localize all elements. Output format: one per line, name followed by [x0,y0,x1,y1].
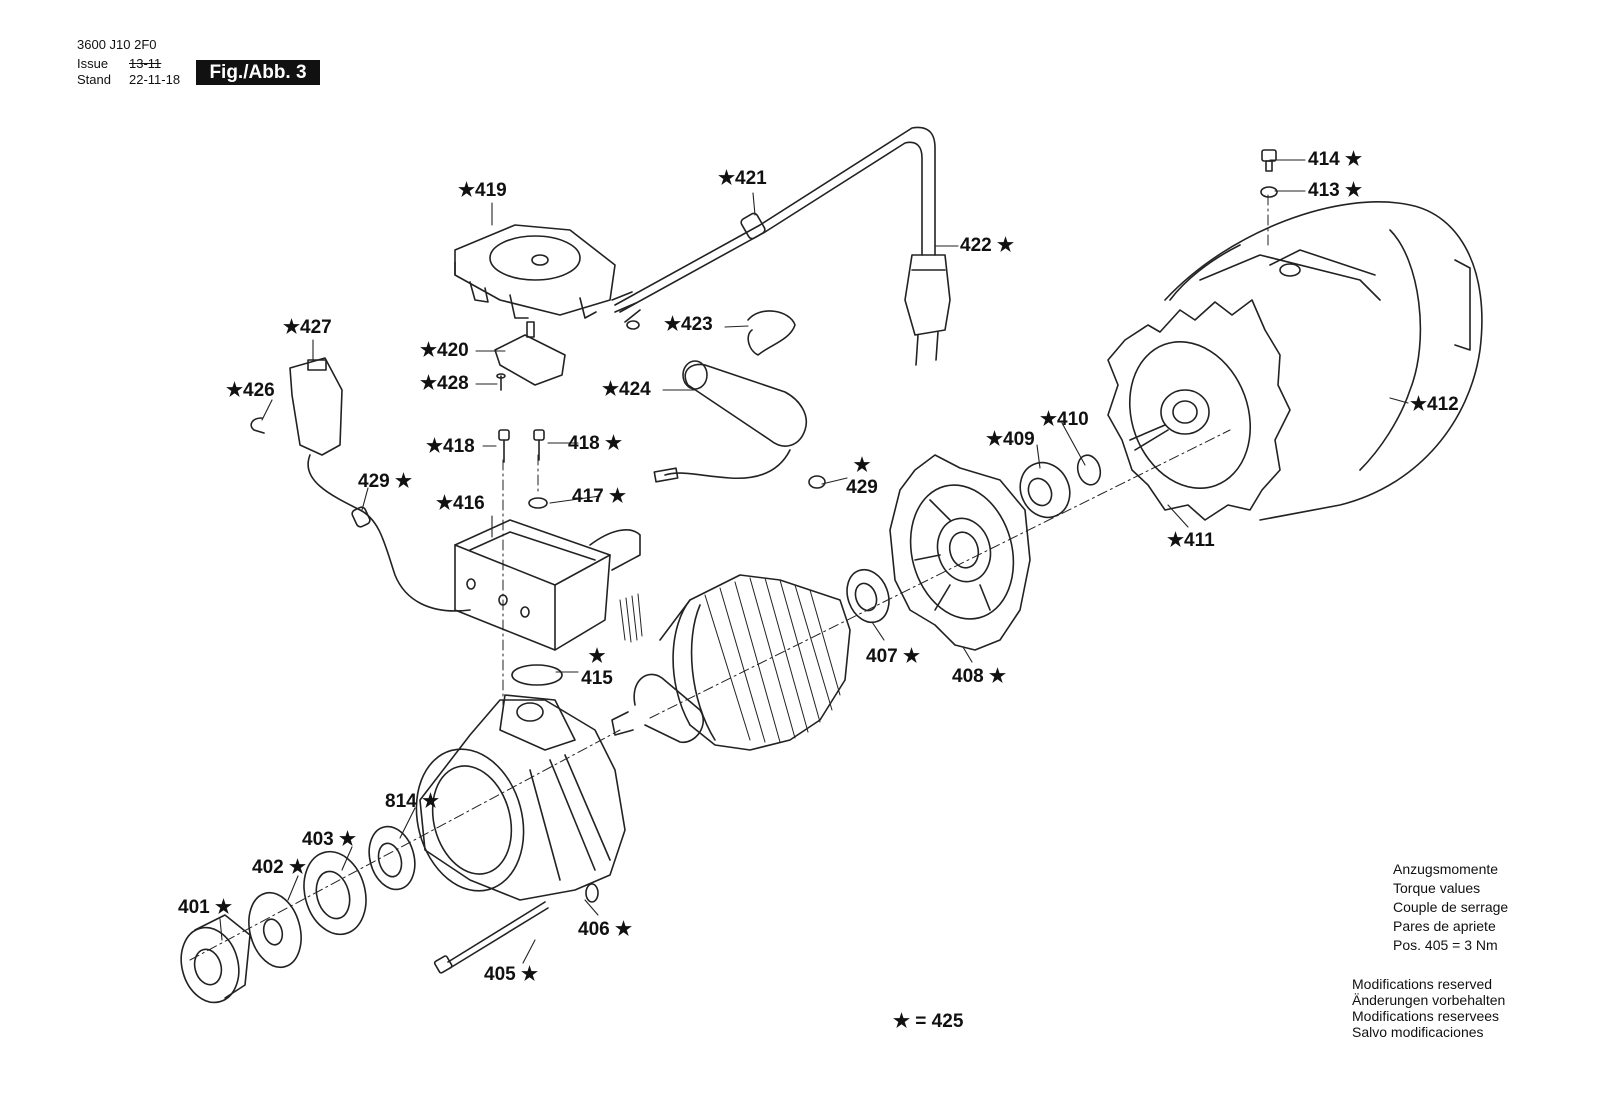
modification-line: Modifications reservees [1352,1008,1500,1024]
callout-412: ★412 [1410,394,1459,415]
part-427-microswitch [290,358,470,611]
part-403-bearing [295,845,375,942]
issue-value: 13-11 [129,56,162,71]
callout-429-right: ★ 429 [846,455,878,498]
callout-418-left: ★418 [426,436,475,457]
part-415-o-ring [512,665,562,685]
part-420-switch [495,322,565,385]
callout-421: ★421 [718,168,767,189]
callout-408: 408 ★ [952,666,1007,687]
part-412-stator-housing [1165,202,1482,520]
part-426-clip [251,418,264,433]
callout-403: 403 ★ [302,829,357,850]
part-408-end-shield [890,455,1030,650]
callout-424: ★424 [602,379,651,400]
callout-416: ★416 [436,493,485,514]
callout-427: ★427 [283,317,332,338]
callout-426: ★426 [226,380,275,401]
callout-410: ★410 [1040,409,1089,430]
callout-422: 422 ★ [960,235,1015,256]
callout-428: ★428 [420,373,469,394]
part-424-capacitor [654,361,825,488]
callout-419: ★419 [458,180,507,201]
stand-label: Stand [77,72,111,87]
callout-417: 417 ★ [572,486,627,507]
part-417-washer [529,498,547,508]
callout-406: 406 ★ [578,919,633,940]
part-428-screw [497,374,505,390]
issue-label: Issue [77,56,109,71]
leader-lines [220,160,1408,963]
part-421-mains-cable [612,127,935,329]
part-422-plug [905,255,950,365]
torque-line: Pos. 405 = 3 Nm [1393,937,1498,953]
doc-number: 3600 J10 2F0 [77,37,157,52]
stand-value: 22-11-18 [129,72,181,87]
modification-line: Änderungen vorbehalten [1352,992,1506,1008]
torque-line: Couple de serrage [1393,899,1509,915]
part-414-screw [1262,150,1276,171]
part-416-terminal-box [455,520,640,650]
callout-420: ★420 [420,340,469,361]
armature-rotor [612,575,850,750]
torque-line: Anzugsmomente [1393,861,1499,877]
part-418-screws [499,430,544,462]
callout-429-left: 429 ★ [358,471,413,492]
callout-401: 401 ★ [178,897,233,918]
callout-418-right: 418 ★ [568,433,623,454]
part-413-washer [1261,187,1277,197]
callout-402: 402 ★ [252,857,307,878]
modification-line: Modifications reserved [1352,976,1493,992]
center-lines [190,195,1268,960]
part-814-seal [362,821,421,894]
part-405-screw [434,902,548,974]
callout-407: 407 ★ [866,646,921,667]
part-401-nut [173,915,250,1009]
callout-423: ★423 [664,314,713,335]
callout-413: 413 ★ [1308,180,1363,201]
callout-414: 414 ★ [1308,149,1363,170]
figure-label: Fig./Abb. 3 [196,60,320,85]
part-402-disc [241,887,309,973]
modification-notes: Modifications reserved Änderungen vorbeh… [1352,976,1505,1040]
callout-415: ★ 415 [581,646,613,689]
part-423-cable-clip [748,311,795,355]
part-411-fan [1108,300,1290,520]
callout-409: ★409 [986,429,1035,450]
part-407-bearing [840,564,896,628]
callout-411: ★411 [1167,530,1215,551]
star-legend: ★ = 425 [893,1011,964,1032]
part-410-ring [1074,453,1103,488]
part-419-switch-cover [455,225,615,318]
callout-814: 814 ★ [385,791,440,812]
callout-405: 405 ★ [484,964,539,985]
part-409-seal [1011,454,1078,525]
modification-line: Salvo modificaciones [1352,1024,1484,1040]
torque-line: Torque values [1393,880,1481,896]
torque-line: Pares de apriete [1393,918,1496,934]
torque-notes: Anzugsmomente Torque values Couple de se… [1393,860,1508,955]
pump-housing [401,695,625,903]
